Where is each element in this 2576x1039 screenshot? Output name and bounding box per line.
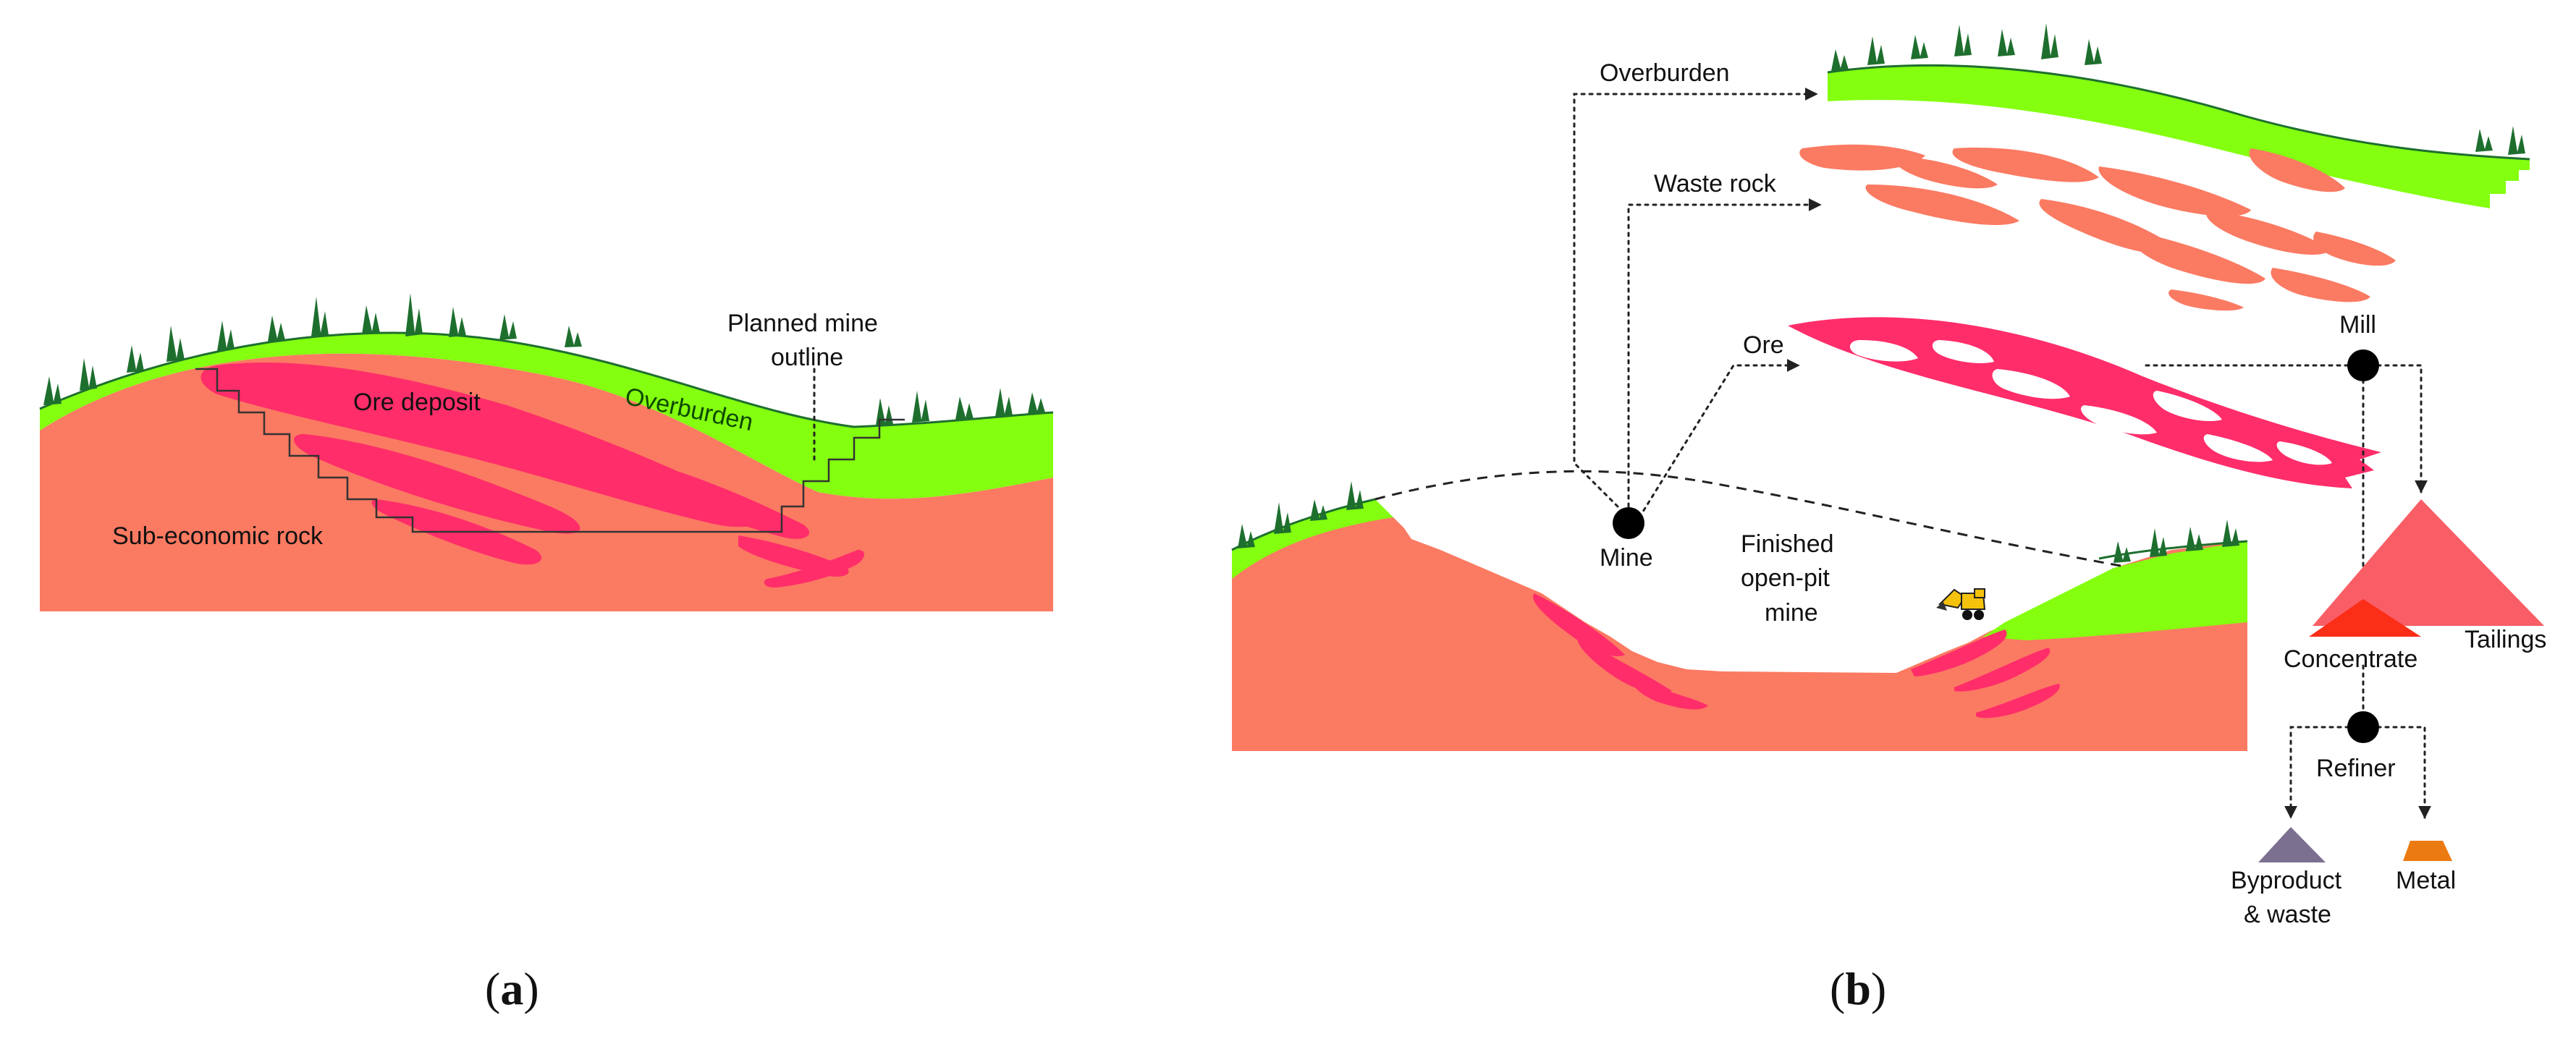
- panel-b-label: (b): [1830, 963, 1886, 1014]
- residual-ore-lenses: [1533, 593, 2060, 718]
- waste-rock-layer: [1795, 144, 2396, 311]
- flow-mine-to-overburden: [1573, 88, 1818, 508]
- overburden-layer-b: [1828, 65, 2530, 208]
- grass-tufts-a: [43, 293, 1045, 425]
- flow-refiner-to-byproduct: [2284, 726, 2350, 819]
- planned-mine-outline-label-2: outline: [771, 344, 843, 371]
- finished-mine-label-2: open-pit: [1741, 564, 1830, 592]
- metal-label: Metal: [2396, 867, 2456, 894]
- flow-refiner-to-metal: [2376, 726, 2431, 819]
- flow-mine-to-ore: [1638, 359, 1800, 519]
- ore-layer: [1788, 317, 2381, 488]
- ore-deposit: [200, 362, 865, 588]
- flow-mine-to-waste-rock: [1627, 198, 1822, 508]
- byproduct-label-2: & waste: [2244, 901, 2331, 928]
- ore-deposit-label: Ore deposit: [353, 389, 481, 416]
- overburden-label-b: Overburden: [1600, 59, 1730, 87]
- refiner-node: [2347, 711, 2379, 743]
- tailings-pile: [2313, 499, 2544, 626]
- grass-tufts-b-pit: [1238, 481, 2239, 563]
- pit-overburden-right: [1983, 541, 2247, 640]
- overburden-layer: [40, 333, 1053, 499]
- sub-economic-rock-label: Sub-economic rock: [112, 522, 324, 550]
- byproduct-label-1: Byproduct: [2231, 867, 2342, 894]
- flow-mill-to-tailings: [2376, 364, 2428, 493]
- mill-label: Mill: [2339, 311, 2376, 339]
- refiner-label: Refiner: [2316, 755, 2396, 782]
- metal-bar: [2403, 841, 2452, 861]
- finished-mine-label-3: mine: [1765, 599, 1818, 627]
- tailings-label: Tailings: [2465, 626, 2546, 653]
- ore-label: Ore: [1743, 331, 1784, 359]
- original-surface-dashed: [1374, 470, 2121, 567]
- planned-mine-outline-label-1: Planned mine: [727, 310, 878, 337]
- panel-b: Overburden Waste rock Ore Mine Finished …: [1231, 23, 2546, 1014]
- panel-a-label: (a): [485, 963, 539, 1014]
- mill-node: [2347, 349, 2379, 381]
- planned-mine-outline: [195, 368, 905, 533]
- mine-label: Mine: [1600, 544, 1653, 572]
- grass-tufts-b-top: [1831, 23, 2525, 155]
- mine-node: [1613, 507, 1644, 539]
- concentrate-pile: [2309, 599, 2421, 637]
- excavator-icon: [1936, 588, 1986, 620]
- concentrate-label: Concentrate: [2284, 645, 2417, 673]
- waste-rock-label: Waste rock: [1654, 170, 1777, 198]
- panel-a: Planned mine outline Ore deposit Overbur…: [39, 293, 1054, 1014]
- byproduct-pile: [2258, 827, 2326, 862]
- pit-overburden-left: [1232, 499, 1393, 579]
- overburden-surface-b: [1827, 64, 2530, 161]
- finished-mine-label-1: Finished: [1741, 530, 1834, 558]
- pit-rock-body: [1232, 506, 2247, 751]
- sub-economic-rock-body: [40, 353, 1053, 611]
